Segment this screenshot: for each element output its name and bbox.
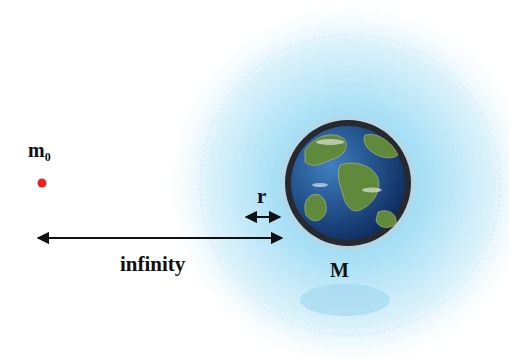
- earth-rim: [285, 120, 411, 246]
- distance-label: r: [257, 186, 266, 207]
- test-mass-dot: [38, 179, 47, 188]
- glow-shadow: [300, 284, 390, 316]
- orbit-ring: [200, 35, 500, 335]
- atmosphere-glow: [160, 0, 509, 358]
- mass-label: m₀: [28, 140, 51, 160]
- earth-mass-label: M: [330, 260, 349, 280]
- distance-arrow: [246, 216, 280, 218]
- clouds: [312, 139, 382, 193]
- continents: [305, 134, 398, 227]
- infinity-label: infinity: [120, 254, 185, 275]
- infinity-arrow: [38, 237, 282, 239]
- earth-sea: [291, 126, 405, 240]
- earth-halo: [280, 115, 416, 251]
